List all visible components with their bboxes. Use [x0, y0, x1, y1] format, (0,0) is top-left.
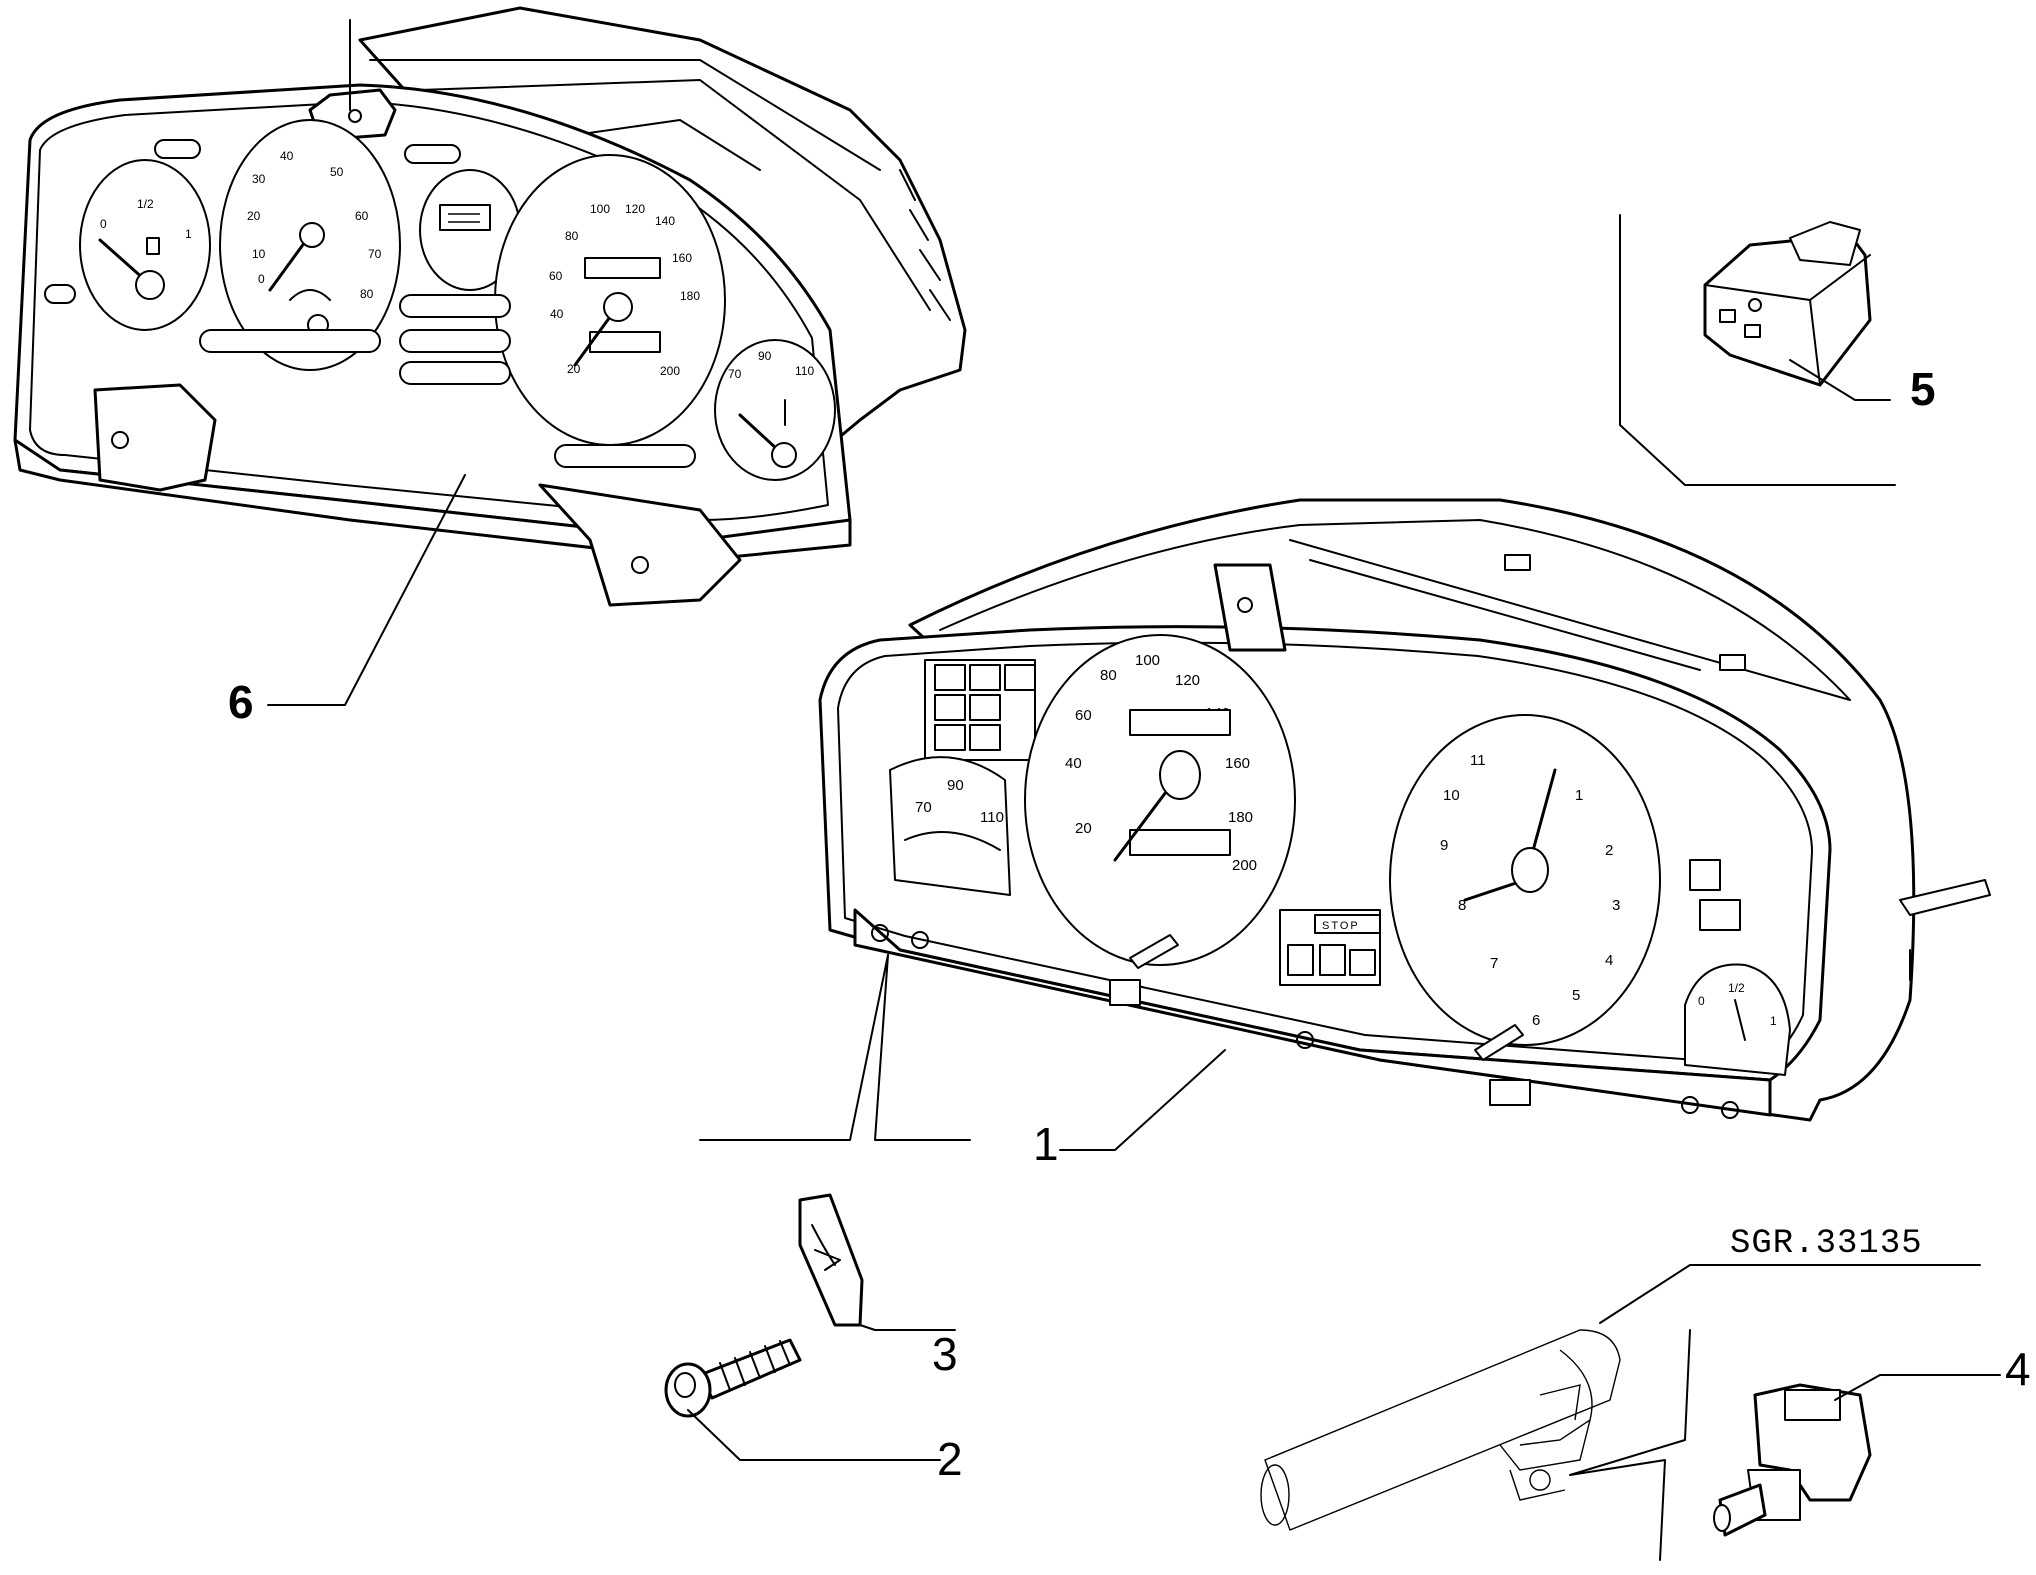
- switch-part-4: [1713, 1374, 2001, 1537]
- cluster6-fuel-tick-1: 1: [185, 227, 192, 241]
- cluster6-speed-tick-5: 120: [625, 202, 645, 216]
- callout-labels: 6 5 1 3 2 4 SGR.33135: [228, 363, 2031, 1485]
- cluster6-speedometer: 20 40 60 80 100 120 140 160 180 200: [549, 202, 700, 378]
- cluster1-fuel-dial: 0 1/2 1: [1684, 963, 1791, 1076]
- callout-2: 2: [937, 1433, 963, 1485]
- cluster1-tachometer: 1 2 3 4 5 6 7 8 9 10 11: [1389, 714, 1661, 1061]
- drawing-reference-code: SGR.33135: [1730, 1225, 1923, 1263]
- cluster1-speed-tick-4: 100: [1135, 652, 1160, 669]
- cluster1-tach-tick-5: 5: [1572, 987, 1580, 1004]
- cluster1-temp-tick-2: 110: [980, 809, 1004, 826]
- handbrake-lever-reference: [1260, 1329, 1621, 1531]
- cluster6-fuel-tick-0: 0: [100, 217, 107, 231]
- cluster6-temperature-dial: 70 90 110: [728, 349, 814, 468]
- cluster6-tach-tick-6: 60: [355, 209, 369, 223]
- cluster6-tach-tick-7: 70: [368, 247, 382, 261]
- cluster1-speedometer: 20 40 60 80 100 120 140 160 180 200: [1024, 634, 1296, 969]
- cluster1-speed-tick-2: 60: [1075, 707, 1092, 724]
- clip-nut-part-3: [798, 1193, 956, 1331]
- cluster1-fuel-tick-0: 0: [1698, 994, 1705, 1008]
- cluster6-speed-tick-4: 100: [590, 202, 610, 216]
- cluster6-speed-tick-1: 40: [550, 307, 564, 321]
- cluster1-tach-tick-8: 8: [1458, 897, 1466, 914]
- cluster6-speed-tick-6: 140: [655, 214, 675, 228]
- cluster1-tach-tick-4: 4: [1605, 952, 1613, 969]
- instrument-cluster-6: 0 1/2 1 0 10 20 30 40 50 60 70 80: [13, 6, 967, 607]
- cluster1-tach-tick-10: 10: [1443, 787, 1460, 804]
- cluster1-temp-tick-0: 70: [915, 799, 932, 816]
- cluster1-fuel-tick-half: 1/2: [1728, 981, 1745, 995]
- callout-1: 1: [1033, 1118, 1059, 1170]
- cluster1-tach-tick-7: 7: [1490, 955, 1498, 972]
- cluster1-speed-tick-8: 180: [1228, 809, 1253, 826]
- screw-part-2: [664, 1338, 941, 1461]
- cluster6-tach-tick-5: 50: [330, 165, 344, 179]
- cluster6-fuel-tick-half: 1/2: [137, 197, 154, 211]
- cluster6-speed-tick-0: 20: [567, 362, 581, 376]
- cluster1-fuel-tick-1: 1: [1770, 1014, 1777, 1028]
- cluster6-speed-tick-9: 200: [660, 364, 680, 378]
- cluster6-fuel-dial: 0 1/2 1: [98, 197, 192, 300]
- cluster1-temperature-dial: 70 90 110: [889, 756, 1011, 896]
- cluster1-speed-tick-3: 80: [1100, 667, 1117, 684]
- cluster1-speed-tick-9: 200: [1232, 857, 1257, 874]
- cluster6-tach-tick-8: 80: [360, 287, 374, 301]
- cluster1-speed-tick-0: 20: [1075, 820, 1092, 837]
- cluster1-tach-tick-11: 11: [1470, 752, 1486, 769]
- instrument-cluster-1: 70 90 110 20 40 60 80 100 120 140 160 18…: [818, 498, 1991, 1122]
- cluster6-speed-tick-8: 180: [680, 289, 700, 303]
- cluster6-temp-tick-0: 70: [728, 367, 742, 381]
- cluster1-speed-tick-1: 40: [1065, 755, 1082, 772]
- cluster1-tach-tick-6: 6: [1532, 1012, 1540, 1029]
- cluster1-speed-tick-5: 120: [1175, 672, 1200, 689]
- cluster1-tach-tick-3: 3: [1612, 897, 1620, 914]
- callout-5: 5: [1910, 363, 1936, 415]
- cluster1-tach-tick-2: 2: [1605, 842, 1613, 859]
- cluster1-tach-tick-9: 9: [1440, 837, 1448, 854]
- cluster6-tach-tick-2: 20: [247, 209, 261, 223]
- cluster6-tach-tick-3: 30: [252, 172, 266, 186]
- callout-6: 6: [228, 676, 254, 728]
- cluster1-stop-label: STOP: [1322, 920, 1360, 932]
- callout-3: 3: [932, 1328, 958, 1380]
- cluster6-speed-tick-2: 60: [549, 269, 563, 283]
- cluster6-tach-tick-1: 10: [252, 247, 266, 261]
- cluster6-tach-tick-4: 40: [280, 149, 294, 163]
- cluster1-speed-tick-7: 160: [1225, 755, 1250, 772]
- cluster1-warning-lamp-block: [924, 659, 1036, 761]
- cluster1-tach-tick-1: 1: [1575, 787, 1583, 804]
- cluster1-stop-lamp-panel: STOP: [1279, 909, 1381, 986]
- cluster6-speed-tick-3: 80: [565, 229, 579, 243]
- cluster1-temp-tick-1: 90: [947, 777, 964, 794]
- cluster6-speed-tick-7: 160: [672, 251, 692, 265]
- cluster6-temp-tick-1: 90: [758, 349, 772, 363]
- cluster6-temp-tick-2: 110: [795, 364, 814, 378]
- callout-4: 4: [2005, 1343, 2031, 1395]
- cluster6-tach-tick-0: 0: [258, 272, 265, 286]
- relay-part-5: [1619, 214, 1896, 486]
- leader-lines: [267, 474, 1981, 1561]
